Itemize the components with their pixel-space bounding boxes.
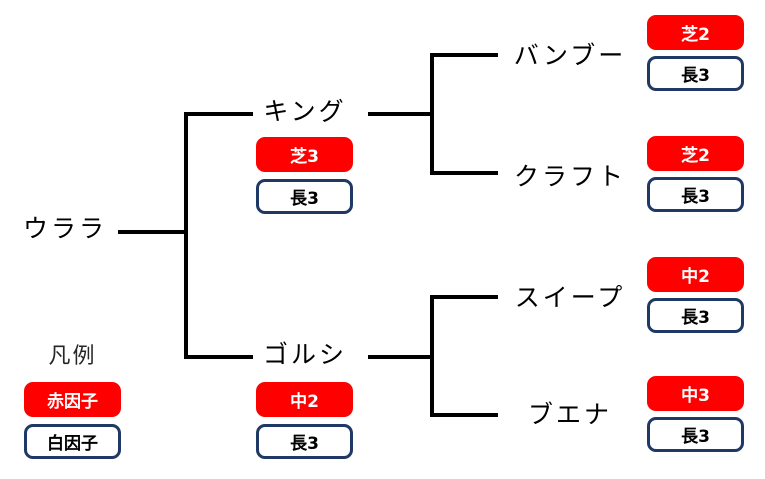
node-name-buena: ブエナ (527, 400, 612, 429)
red-factor-badge-gorushi: 中2 (256, 382, 353, 417)
node-name-sweep: スイープ (514, 283, 626, 312)
red-factor-badge-sweep: 中2 (647, 257, 744, 292)
red-factor-badge-bamboo: 芝2 (647, 15, 744, 50)
connector-line-to-sweep (430, 295, 498, 299)
connector-line-bottom-bracket-vertical (430, 295, 434, 417)
legend-title: 凡例 (48, 344, 97, 369)
connector-line-from-king (368, 112, 434, 116)
connector-line-root (118, 230, 186, 234)
white-factor-badge-bamboo: 長3 (647, 56, 744, 91)
node-name-urara: ウララ (22, 214, 107, 243)
node-name-bamboo: バンブー (513, 41, 627, 70)
connector-line-to-gorushi (184, 355, 253, 359)
node-name-king: キング (263, 97, 347, 126)
connector-line-to-buena (430, 413, 498, 417)
connector-line-to-craft (430, 171, 498, 175)
white-factor-badge-gorushi: 長3 (256, 424, 353, 459)
legend-red-factor-badge: 赤因子 (24, 382, 121, 417)
connector-line-to-bamboo (430, 53, 498, 57)
red-factor-badge-craft: 芝2 (647, 136, 744, 171)
white-factor-badge-sweep: 長3 (647, 298, 744, 333)
white-factor-badge-king: 長3 (256, 179, 353, 214)
connector-line-main-vertical (184, 112, 188, 359)
red-factor-badge-buena: 中3 (647, 376, 744, 411)
node-name-gorushi: ゴルシ (262, 340, 347, 369)
white-factor-badge-buena: 長3 (647, 417, 744, 452)
connector-line-to-king (184, 112, 253, 116)
white-factor-badge-craft: 長3 (647, 177, 744, 212)
connector-line-from-gorushi (368, 355, 434, 359)
red-factor-badge-king: 芝3 (256, 137, 353, 172)
legend-white-factor-badge: 白因子 (24, 424, 121, 459)
node-name-craft: クラフト (513, 162, 626, 191)
connector-line-top-bracket-vertical (430, 53, 434, 175)
